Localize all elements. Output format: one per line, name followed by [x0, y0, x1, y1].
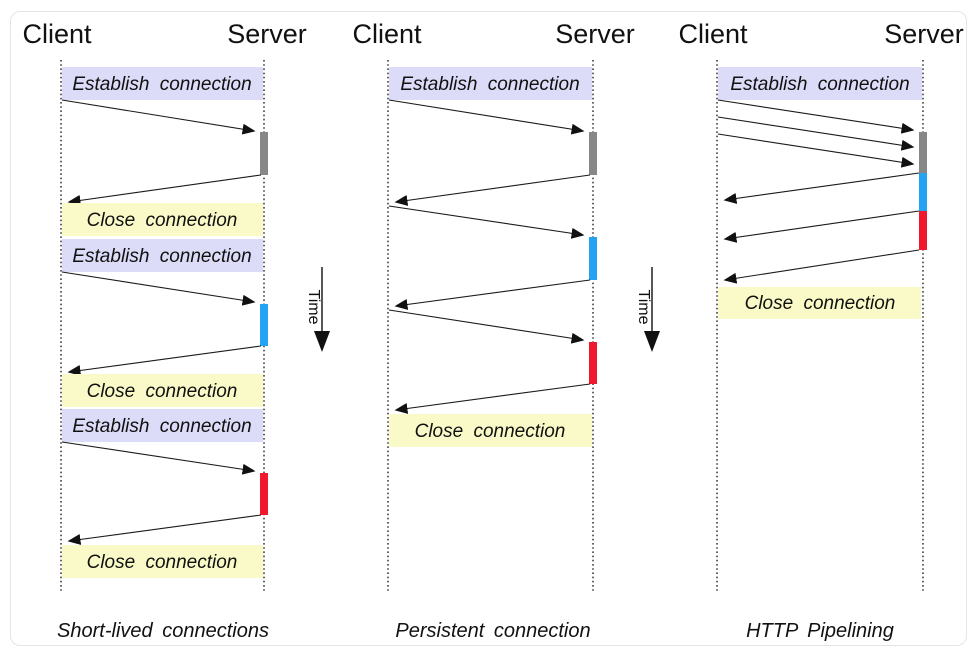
time-arrowhead-icon: [644, 331, 660, 352]
server-label: Server: [555, 19, 635, 49]
close-connection-box: [62, 545, 263, 578]
response-arrow: [67, 174, 262, 206]
request-arrow: [388, 99, 585, 135]
panel-caption: Short-lived connections: [57, 620, 269, 642]
establish-connection-label: Establish connection: [72, 74, 251, 95]
request-arrow: [717, 116, 915, 151]
establish-connection-box: [718, 67, 922, 100]
processing-bar-red: [589, 342, 597, 384]
processing-bar-gray: [919, 132, 927, 173]
close-connection-label: Close connection: [87, 552, 238, 573]
client-label: Client: [22, 19, 92, 49]
close-connection-label: Close connection: [745, 293, 896, 314]
establish-connection-box: [62, 409, 263, 442]
response-arrow: [723, 172, 920, 204]
establish-connection-box: [62, 67, 263, 100]
response-arrow: [723, 249, 920, 284]
response-arrow: [394, 174, 591, 206]
establish-connection-label: Establish connection: [72, 246, 251, 267]
time-label: Time: [305, 290, 322, 325]
client-label: Client: [352, 19, 422, 49]
establish-connection-box: [389, 67, 592, 100]
close-connection-box: [389, 414, 592, 447]
panel-short-lived-connections: Client Server Establish connection Close…: [22, 19, 306, 642]
close-connection-box: [62, 374, 263, 407]
establish-connection-box: [62, 239, 263, 272]
server-label: Server: [884, 19, 964, 49]
processing-bar-red: [919, 211, 927, 250]
client-label: Client: [678, 19, 748, 49]
response-arrow: [67, 345, 262, 376]
time-axis: Time: [635, 267, 660, 352]
request-arrow: [388, 205, 585, 239]
close-connection-box: [62, 203, 263, 236]
establish-connection-label: Establish connection: [400, 74, 579, 95]
response-arrow: [394, 279, 591, 310]
request-arrow: [61, 271, 256, 306]
processing-bar-blue: [919, 173, 927, 211]
response-arrow: [67, 514, 262, 545]
processing-bar-blue: [260, 304, 268, 346]
establish-connection-label: Establish connection: [730, 74, 909, 95]
request-arrow: [61, 99, 256, 135]
close-connection-label: Close connection: [87, 381, 238, 402]
panel-caption: Persistent connection: [395, 620, 590, 642]
close-connection-label: Close connection: [415, 421, 566, 442]
request-arrow: [388, 309, 585, 344]
processing-bar-blue: [589, 237, 597, 280]
processing-bar-gray: [589, 132, 597, 175]
close-connection-box: [718, 287, 921, 319]
server-label: Server: [227, 19, 307, 49]
request-arrow: [61, 441, 256, 475]
time-arrowhead-icon: [314, 331, 330, 352]
response-arrow: [394, 383, 591, 414]
panel-persistent-connection: Client Server Establish connection Close…: [352, 19, 634, 642]
time-label: Time: [635, 290, 652, 325]
time-axis: Time: [305, 267, 330, 352]
request-arrow: [717, 133, 915, 168]
close-connection-label: Close connection: [87, 210, 238, 231]
panel-caption: HTTP Pipelining: [746, 620, 894, 642]
processing-bar-gray: [260, 132, 268, 175]
processing-bar-red: [260, 473, 268, 515]
request-arrow: [717, 99, 915, 134]
establish-connection-label: Establish connection: [72, 416, 251, 437]
response-arrow: [723, 210, 920, 243]
panel-http-pipelining: Client Server Establish connection Close…: [678, 19, 963, 642]
